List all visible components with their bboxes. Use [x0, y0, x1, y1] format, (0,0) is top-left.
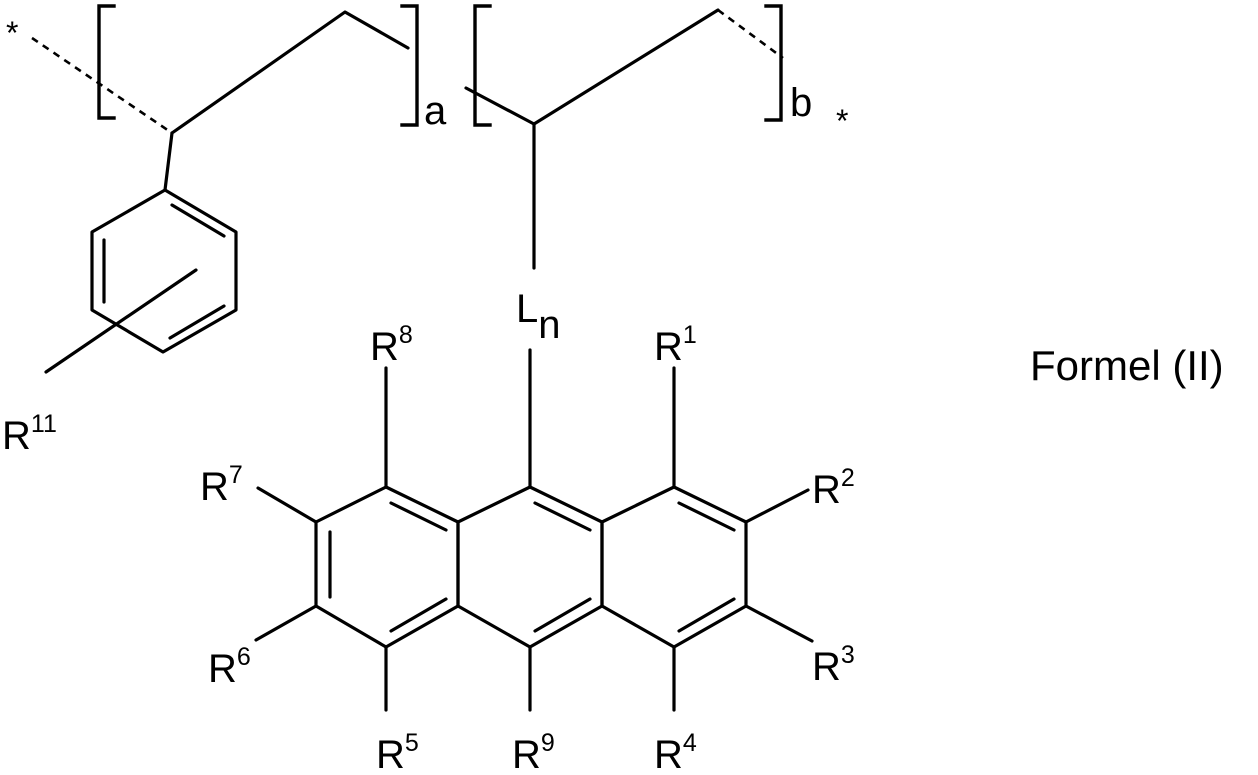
label-r7: R7	[200, 461, 243, 509]
r6-bond	[256, 606, 316, 640]
label-r4: R4	[654, 729, 697, 775]
inner-bond-left-1	[391, 503, 446, 530]
inner-bond-left-2	[391, 599, 446, 631]
label-r8: R8	[370, 321, 413, 369]
anthracene-core	[316, 487, 746, 647]
left-end-asterisk: *	[6, 15, 18, 51]
r7-bond	[258, 488, 316, 522]
subscript-b: b	[790, 81, 812, 125]
bracket-a-open	[99, 6, 114, 118]
bracket-b-open	[475, 6, 490, 125]
label-r5: R5	[376, 729, 419, 775]
right-end-asterisk: *	[836, 103, 848, 139]
backbone-unit-b	[466, 10, 718, 124]
inner-bond-right-1	[679, 503, 734, 530]
phenyl-ring	[46, 133, 236, 372]
label-r6: R6	[208, 643, 251, 691]
r3-bond	[746, 606, 812, 641]
label-r11: R11	[2, 410, 57, 458]
r11-bond	[46, 270, 196, 372]
bracket-b-close	[766, 6, 781, 120]
polymer-backbone	[32, 10, 783, 133]
linker-label: Ln	[516, 287, 561, 347]
r2-bond	[746, 490, 808, 522]
label-r3: R3	[812, 641, 855, 689]
phenyl-attachment-bond	[165, 133, 172, 190]
label-r9: R9	[512, 729, 555, 775]
inner-bond-right-2	[679, 599, 734, 631]
formula-label: Formel (II)	[1030, 342, 1224, 389]
right-end-dashed-bond	[718, 10, 783, 58]
label-r1: R1	[654, 321, 697, 369]
backbone-unit-a	[172, 12, 408, 133]
subscript-a: a	[424, 89, 447, 133]
anthracene-middle-ring	[458, 487, 602, 647]
label-r2: R2	[812, 464, 855, 512]
anthracene-left-ring	[316, 487, 458, 647]
inner-bond-middle-1	[535, 503, 590, 530]
anthracene-right-ring	[602, 487, 746, 647]
bracket-a-close	[402, 6, 417, 125]
substituent-bonds	[256, 368, 812, 710]
inner-bond-middle-2	[535, 599, 590, 631]
